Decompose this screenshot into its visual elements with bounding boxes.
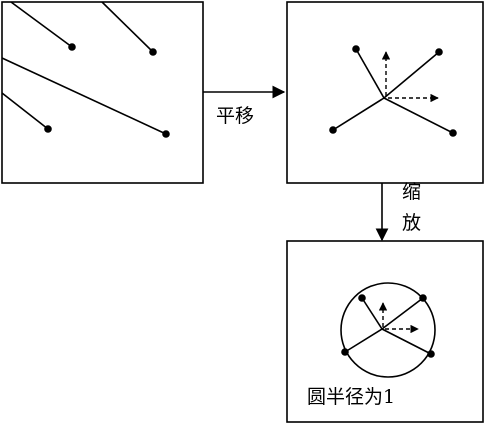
segment-3-endpoint (162, 130, 170, 138)
scale-label-bottom: 放 (402, 212, 421, 234)
translated-segment-2 (383, 51, 440, 99)
panel-original-frame (1, 1, 204, 184)
segment-4-endpoint (44, 125, 52, 133)
panel-scaled-frame (286, 240, 484, 423)
scaled-endpoint-1 (358, 294, 366, 302)
translated-endpoint-3 (329, 126, 337, 134)
translated-segment-1 (355, 48, 385, 99)
scaled-segment-2 (381, 297, 424, 330)
scaled-segment-3 (344, 328, 383, 353)
scaled-segment-1 (361, 297, 383, 330)
translate-arrow-group: 平移 (203, 85, 286, 127)
scaled-endpoint-2 (419, 294, 427, 302)
segment-2-endpoint (149, 48, 157, 56)
segment-2 (101, 1, 154, 53)
panel-translated-lines (286, 1, 484, 184)
segment-1 (10, 1, 73, 48)
scale-arrow-group: 缩 放 (375, 181, 421, 242)
segment-1-endpoint (68, 43, 76, 51)
translated-endpoint-2 (435, 48, 443, 56)
scaled-segment-4 (381, 328, 432, 355)
translated-segment-4 (383, 97, 454, 134)
segment-3 (1, 57, 167, 135)
translated-segment-3 (332, 97, 385, 131)
radius-note: 圆半径为1 (307, 386, 395, 408)
translated-endpoint-4 (449, 129, 457, 137)
translate-label: 平移 (216, 105, 254, 127)
panel-translated-frame (286, 1, 484, 184)
panel-scaled-circle: 圆半径为1 (286, 240, 484, 423)
unit-circle (340, 282, 436, 378)
scaled-endpoint-4 (427, 350, 435, 358)
segment-4 (1, 92, 49, 130)
scaled-endpoint-3 (341, 348, 349, 356)
panel-original-lines (1, 1, 204, 184)
scale-label-top: 缩 (402, 181, 421, 203)
translated-endpoint-1 (352, 45, 360, 53)
